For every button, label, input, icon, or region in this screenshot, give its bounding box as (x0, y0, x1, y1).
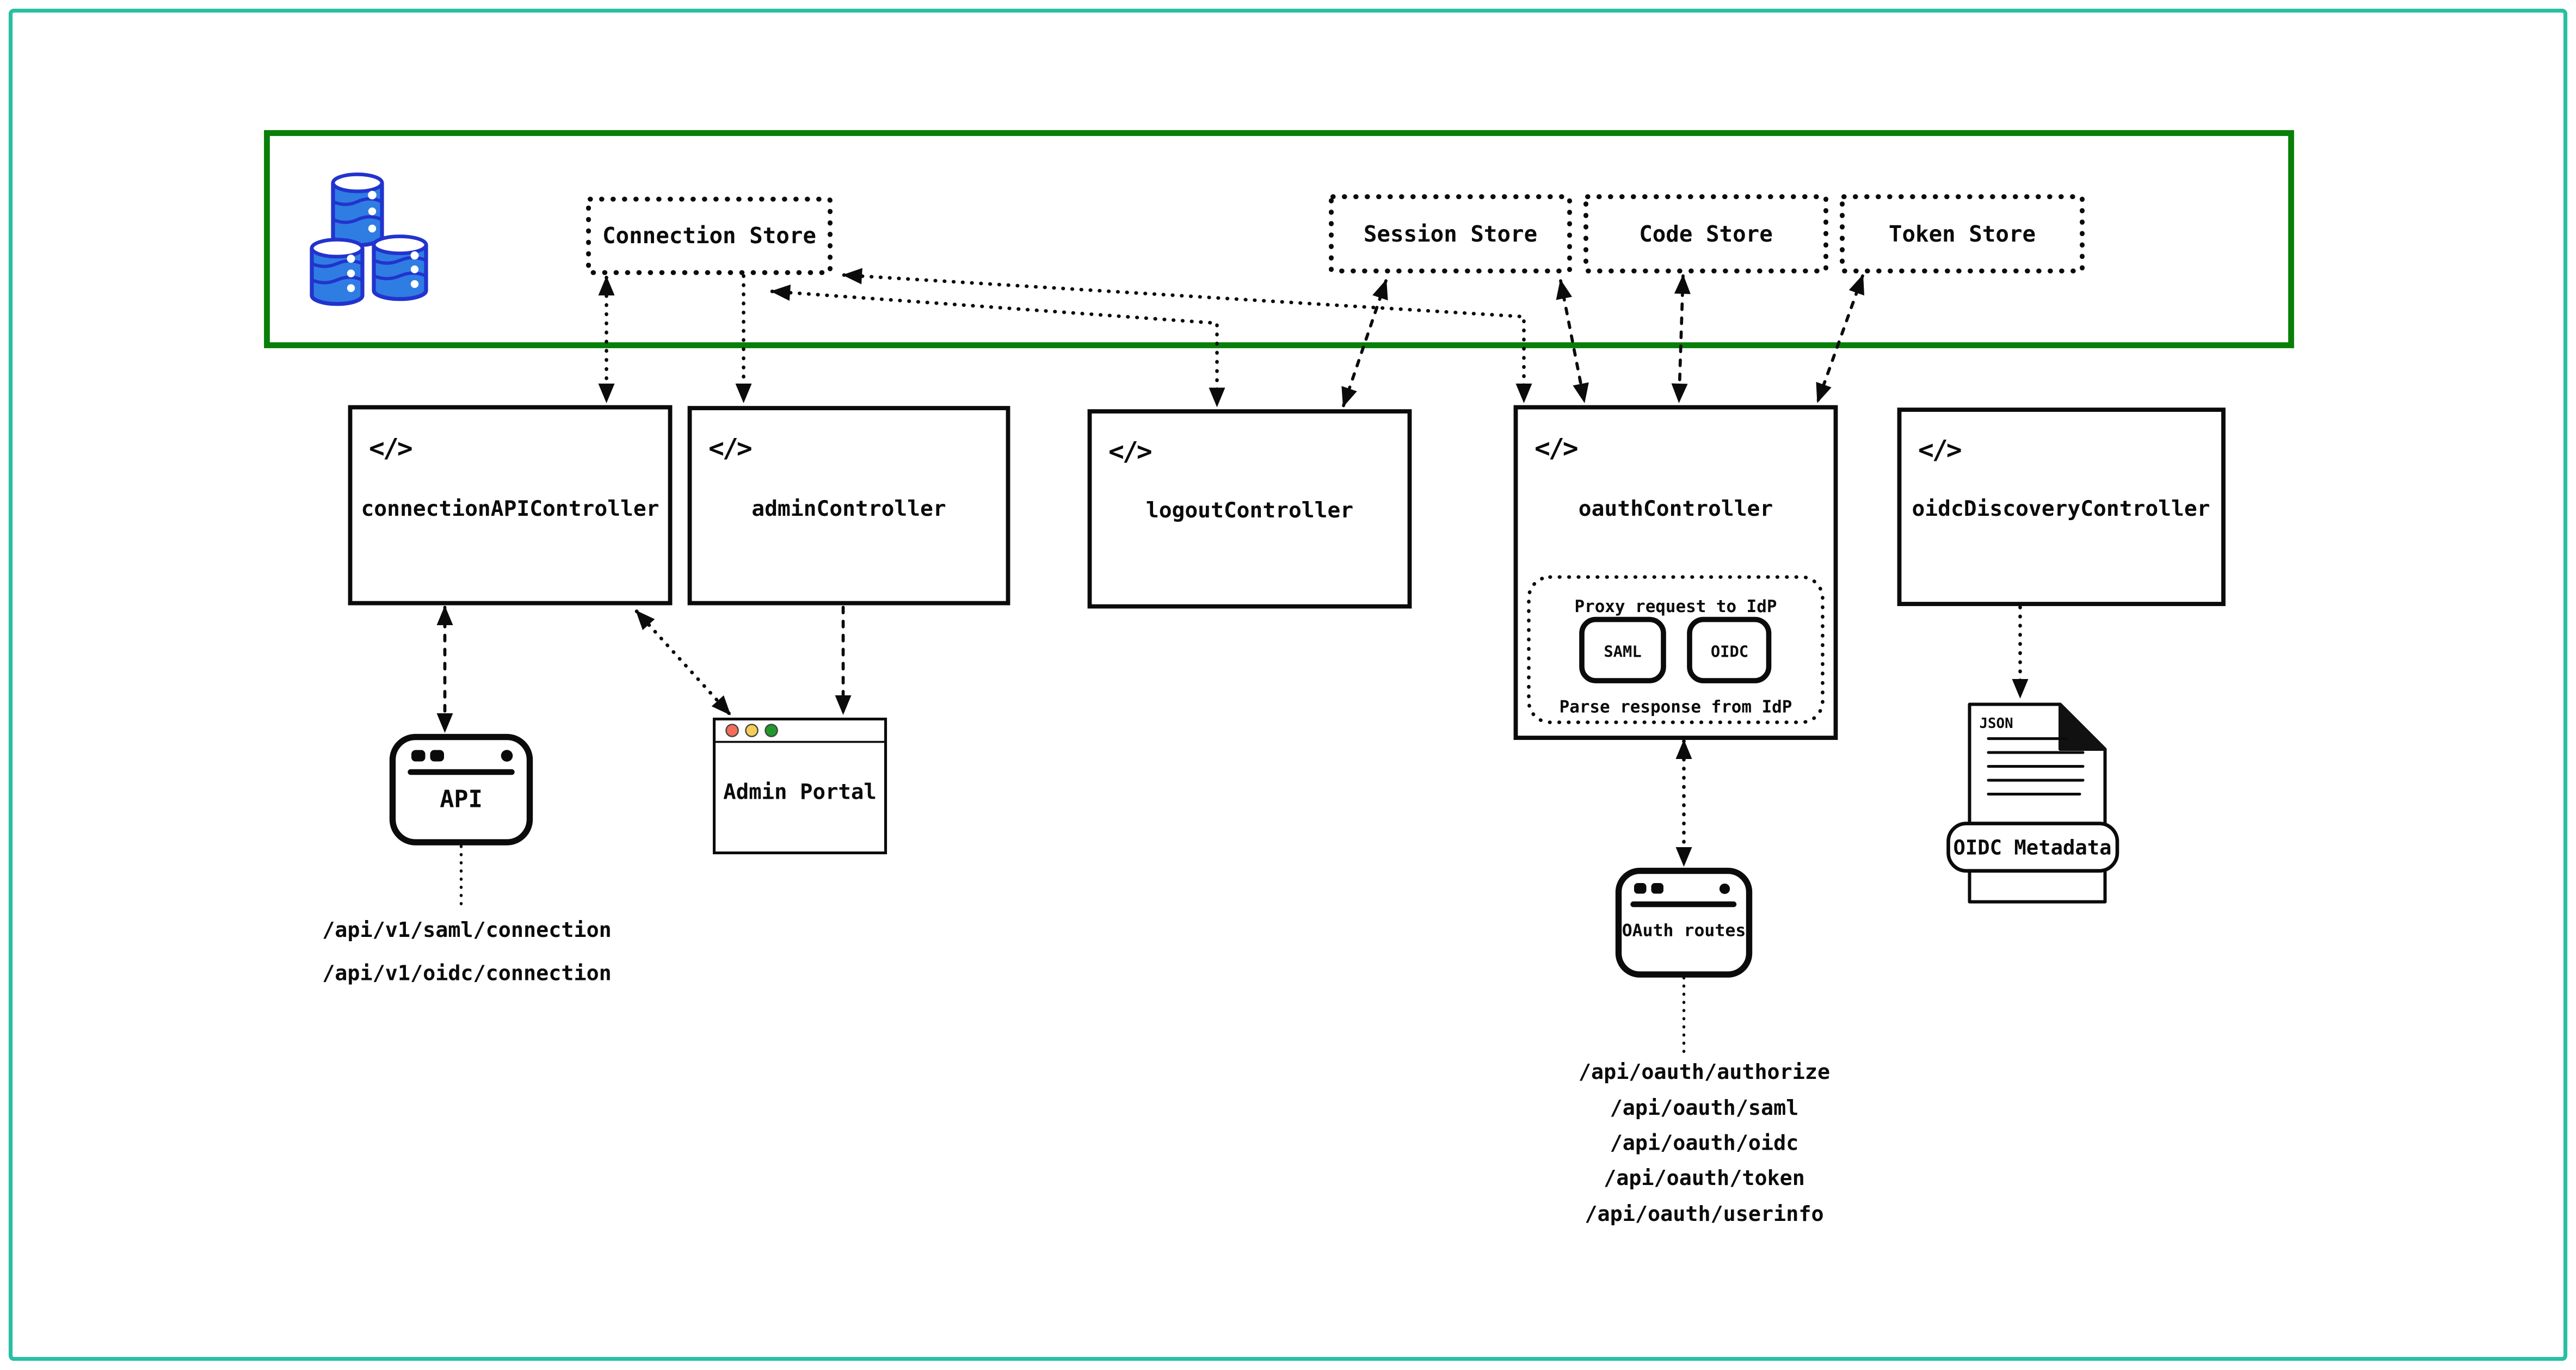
connection-store-label: Connection Store (602, 223, 816, 249)
oidc-metadata-document: JSON OIDC Metadata (1946, 702, 2119, 904)
parse-response-note: Parse response from IdP (1560, 698, 1792, 717)
arrow-code-store-oauth (1671, 274, 1691, 404)
endpoint-oauth-oidc: /api/oauth/oidc (1610, 1131, 1799, 1156)
endpoint-oauth-authorize: /api/oauth/authorize (1579, 1060, 1830, 1084)
oidc-protocol-label: OIDC (1711, 643, 1748, 661)
code-icon: </> (1918, 435, 1961, 465)
logout-controller-label: logoutController (1146, 498, 1353, 523)
oidc-protocol-box (1687, 616, 1772, 683)
traffic-light-green-icon (765, 724, 778, 737)
oidc-discovery-controller-label: oidcDiscoveryController (1912, 496, 2210, 521)
code-icon: </> (708, 433, 751, 464)
oidc-metadata-label: OIDC Metadata (1953, 836, 2111, 860)
code-store: Code Store (1583, 194, 1828, 274)
admin-controller: </> adminController (687, 406, 1010, 606)
oidc-discovery-controller: </> oidcDiscoveryController (1897, 408, 2226, 606)
endpoint-api-oidc-connection: /api/v1/oidc/connection (322, 961, 612, 986)
code-store-label: Code Store (1639, 221, 1773, 247)
session-store: Session Store (1329, 194, 1572, 274)
token-store-label: Token Store (1889, 221, 2036, 247)
code-icon: </> (1534, 433, 1577, 464)
connection-store: Connection Store (586, 196, 833, 275)
logout-controller: </> logoutController (1087, 409, 1412, 609)
traffic-light-yellow-icon (745, 724, 759, 737)
oauth-routes-icon: OAuth routes (1615, 867, 1753, 978)
connection-api-controller-label: connectionAPIController (361, 496, 659, 521)
admin-portal-label: Admin Portal (723, 780, 877, 805)
metadata-banner (1946, 822, 2119, 873)
endpoint-api-saml-connection: /api/v1/saml/connection (322, 918, 612, 942)
oauth-controller-label: oauthController (1579, 496, 1773, 521)
saml-protocol-label: SAML (1604, 643, 1641, 661)
code-icon: </> (1108, 436, 1151, 467)
traffic-light-red-icon (725, 724, 739, 737)
idp-proxy-group (1527, 575, 1825, 724)
admin-controller-label: adminController (751, 496, 946, 521)
code-icon: </> (369, 433, 412, 464)
endpoint-oauth-saml: /api/oauth/saml (1610, 1096, 1799, 1120)
admin-portal-window: Admin Portal (712, 718, 888, 855)
arrow-session-store-oauth (1556, 279, 1589, 403)
arrow-token-store-oauth (1816, 274, 1865, 403)
connection-api-controller: </> connectionAPIController (348, 405, 673, 606)
oauth-controller: </> oauthController Proxy request to IdP… (1513, 405, 1838, 740)
oauth-routes-label: OAuth routes (1622, 921, 1746, 941)
page-fold-icon (2059, 702, 2107, 751)
endpoint-oauth-token: /api/oauth/token (1604, 1166, 1805, 1190)
session-store-label: Session Store (1364, 221, 1537, 247)
saml-protocol-box (1579, 616, 1666, 683)
outer-frame (8, 8, 2568, 1361)
endpoint-oauth-userinfo: /api/oauth/userinfo (1585, 1202, 1823, 1226)
database-icon (310, 172, 428, 306)
token-store: Token Store (1840, 194, 2085, 274)
api-label: API (440, 786, 483, 813)
proxy-request-note: Proxy request to IdP (1575, 597, 1777, 616)
api-icon: API (389, 733, 533, 846)
arrow-connection-api-admin-portal (634, 609, 732, 716)
json-file-type-label: JSON (1980, 715, 2013, 732)
